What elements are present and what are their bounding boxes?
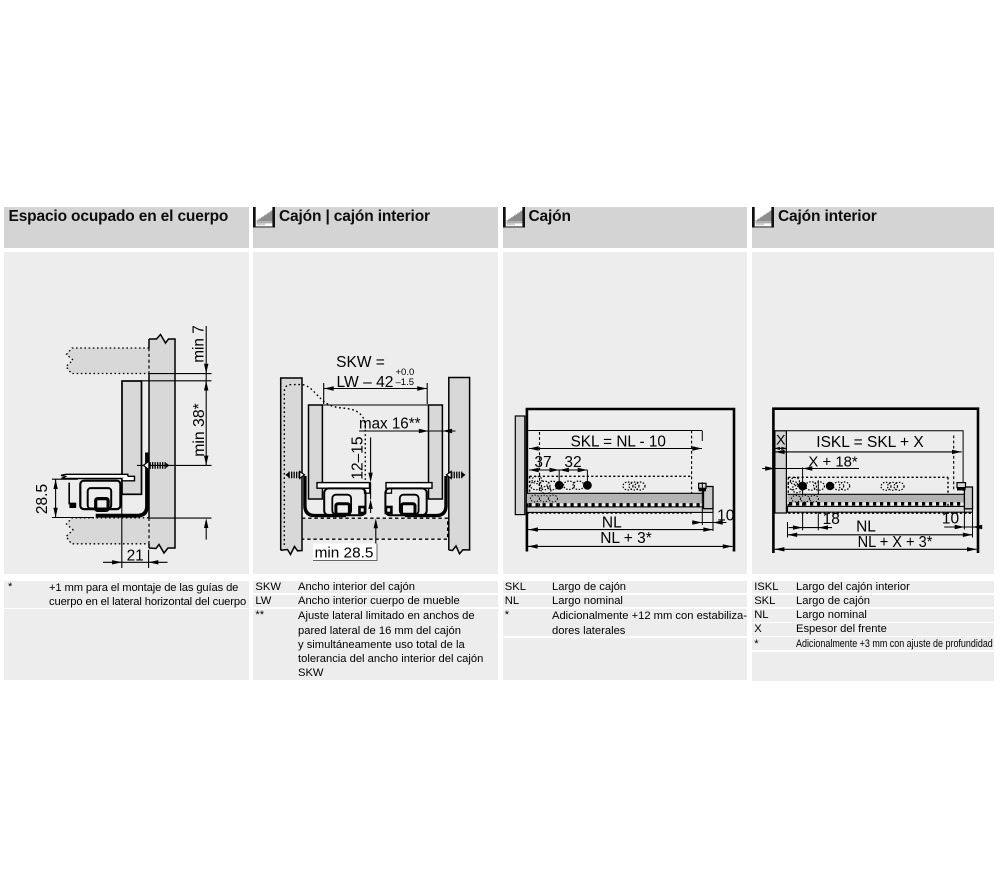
svg-text:37: 37 <box>534 454 551 471</box>
svg-text:21: 21 <box>127 547 144 564</box>
svg-text:max 16**: max 16** <box>359 415 421 432</box>
svg-text:12–15: 12–15 <box>350 436 367 479</box>
svg-text:SKW =: SKW = <box>336 354 385 371</box>
svg-text:–1.5: –1.5 <box>396 377 415 388</box>
svg-text:10: 10 <box>717 508 735 525</box>
svg-text:X: X <box>776 432 786 448</box>
svg-text:SKL = NL - 10: SKL = NL - 10 <box>571 433 667 450</box>
svg-text:NL: NL <box>602 514 622 531</box>
svg-text:32: 32 <box>564 454 581 471</box>
svg-text:28.5: 28.5 <box>34 484 51 514</box>
svg-text:LW – 42: LW – 42 <box>337 374 394 391</box>
svg-text:NL + X + 3*: NL + X + 3* <box>858 534 933 551</box>
svg-text:NL: NL <box>856 519 876 536</box>
svg-text:min 7: min 7 <box>191 325 208 363</box>
svg-text:+0.0: +0.0 <box>396 367 415 378</box>
svg-text:10: 10 <box>942 510 960 527</box>
svg-text:min 38*: min 38* <box>191 403 208 457</box>
svg-text:min 28.5: min 28.5 <box>315 545 374 562</box>
svg-text:18: 18 <box>823 511 840 528</box>
svg-text:ISKL = SKL + X: ISKL = SKL + X <box>816 434 924 451</box>
svg-text:NL + 3*: NL + 3* <box>600 530 652 547</box>
svg-text:X + 18*: X + 18* <box>808 454 857 471</box>
